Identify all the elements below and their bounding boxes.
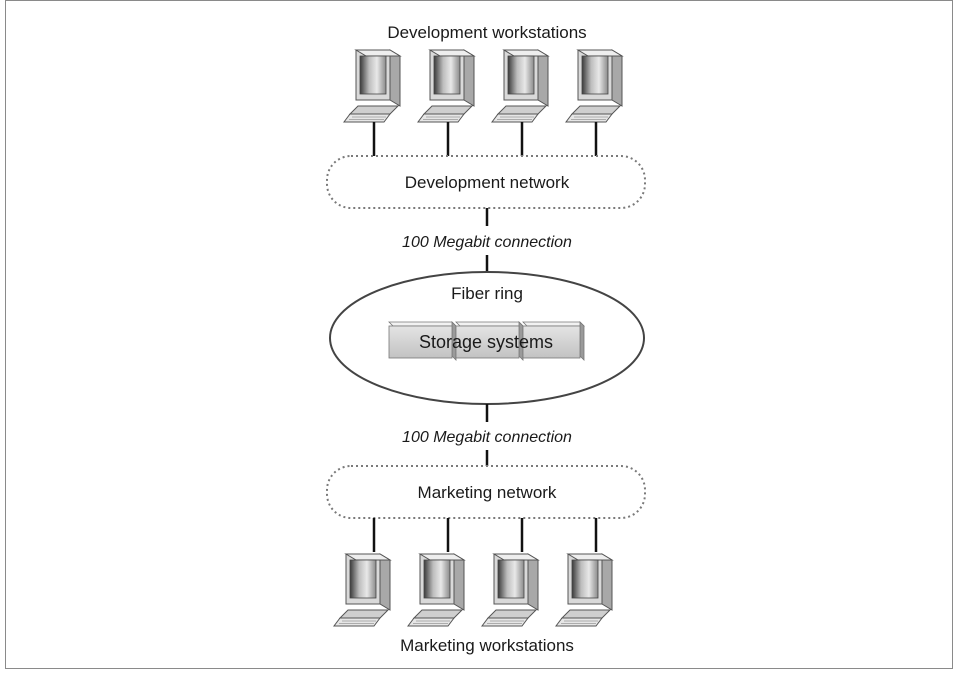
marketing-workstations-label: Marketing workstations <box>400 636 574 655</box>
dev-workstation-icon <box>417 49 475 123</box>
storage-systems <box>388 321 585 361</box>
dev-workstation-icon <box>491 49 549 123</box>
development-network-cloud <box>326 155 646 209</box>
lower-link-label: 100 Megabit connection <box>402 429 572 446</box>
marketing-network-label: Marketing network <box>418 483 557 502</box>
fiber-ring-label: Fiber ring <box>451 284 523 303</box>
marketing-workstation-icon <box>555 553 613 627</box>
dev-workstation-icon <box>343 49 401 123</box>
storage-unit <box>455 321 524 361</box>
storage-systems-label: Storage systems <box>419 332 553 352</box>
storage-unit <box>388 321 457 361</box>
dev-workstations <box>343 49 623 123</box>
marketing-workstation-icon <box>481 553 539 627</box>
marketing-workstation-icon <box>333 553 391 627</box>
development-workstations-label: Development workstations <box>387 23 586 42</box>
marketing-drop-lines <box>372 518 598 552</box>
marketing-workstations <box>333 553 613 627</box>
marketing-network-cloud <box>326 465 646 519</box>
upper-link-label: 100 Megabit connection <box>402 234 572 251</box>
dev-drop-lines <box>372 122 598 156</box>
development-network-label: Development network <box>405 173 570 192</box>
dev-workstation-icon <box>565 49 623 123</box>
marketing-workstation-icon <box>407 553 465 627</box>
storage-unit <box>522 321 585 361</box>
